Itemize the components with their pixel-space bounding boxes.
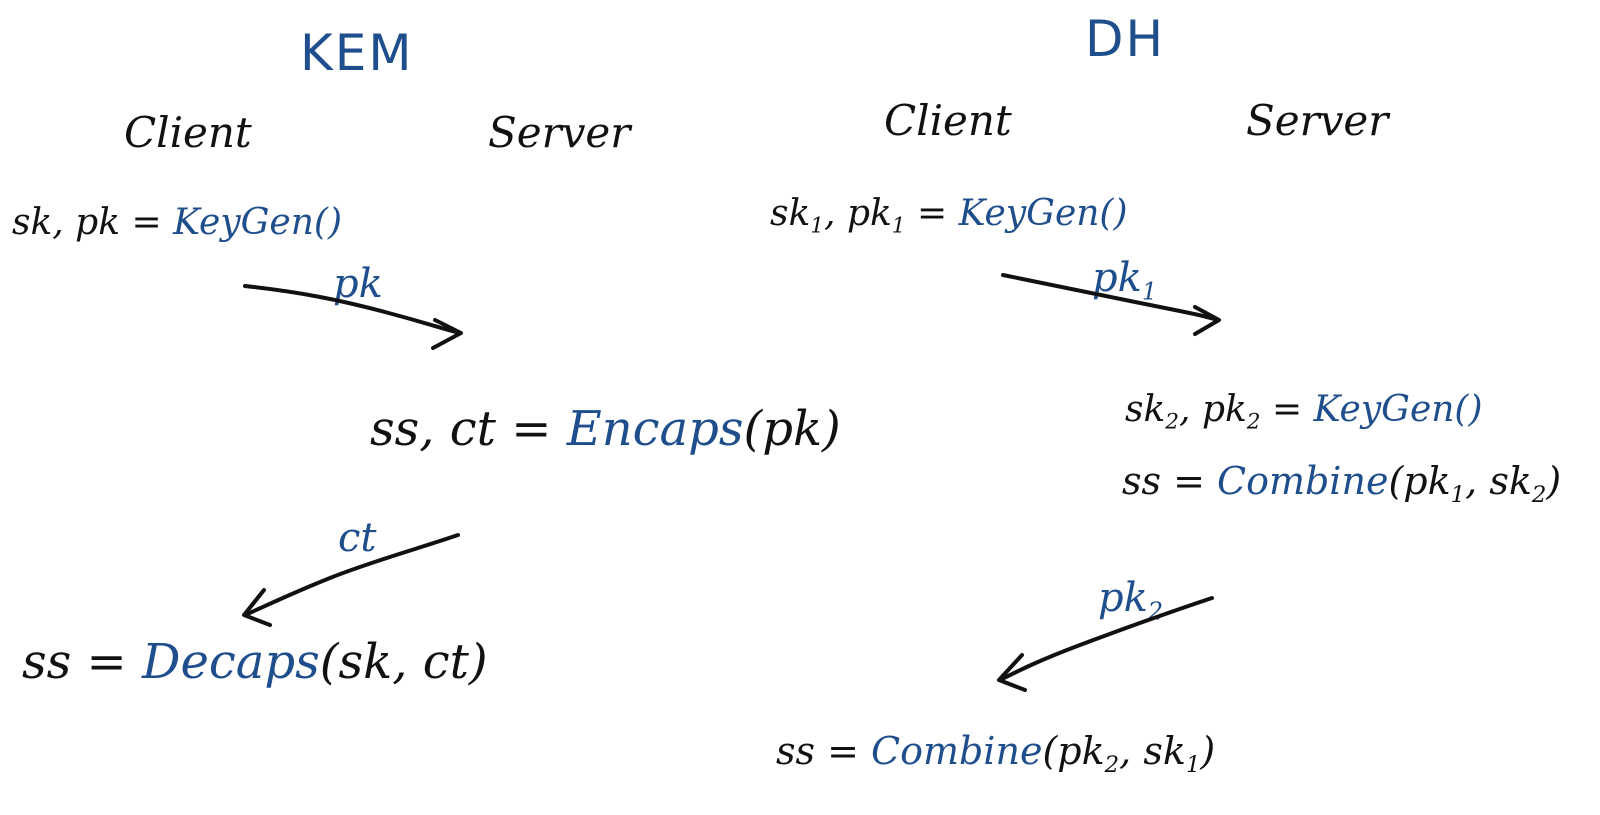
dh-client-label: Client — [884, 96, 1012, 145]
dh-server-combine-a-sub: 1 — [1450, 481, 1466, 508]
kem-arrowhead-server-to-client — [242, 588, 272, 627]
dh-server-combine-b-sub: 2 — [1531, 481, 1547, 508]
dh-arrow-server-to-client — [998, 596, 1214, 682]
dh-server-combine-fn: Combine — [1217, 459, 1389, 503]
dh-arrow-client-to-server — [1001, 273, 1220, 322]
dh-server-keygen-eq: = — [1260, 389, 1314, 430]
kem-encaps-statement: ss, ct = Encaps(pk) — [370, 405, 841, 453]
dh-client-sk-sub: 1 — [810, 213, 825, 239]
dh-server-combine-lhs: ss = — [1122, 459, 1217, 503]
dh-arrowhead-client-to-server — [1193, 305, 1221, 336]
dh-msg1-sub: 1 — [1141, 277, 1158, 306]
dh-server-combine-a: pk — [1403, 459, 1451, 503]
dh-server-combine-close: ) — [1546, 459, 1562, 503]
dh-client-combine-a-sub: 2 — [1104, 751, 1120, 778]
kem-msg2-label: ct — [338, 515, 377, 561]
dh-client-sk: sk — [770, 193, 811, 234]
kem-encaps-fn: Encaps — [566, 401, 744, 457]
kem-msg1-label: pk — [333, 261, 383, 307]
kem-keygen-lhs: sk, pk = — [12, 202, 174, 243]
kem-decaps-fn: Decaps — [142, 634, 320, 690]
dh-client-pk-sub: 1 — [891, 213, 906, 239]
dh-server-combine-b: sk — [1489, 459, 1532, 503]
dh-server-keygen-statement: sk2, pk2 = KeyGen() — [1125, 392, 1483, 433]
kem-arrow-client-to-server — [243, 284, 462, 335]
dh-server-combine-open: ( — [1388, 459, 1404, 503]
kem-keygen-statement: sk, pk = KeyGen() — [12, 205, 342, 241]
dh-server-sk-sub: 2 — [1165, 409, 1180, 435]
dh-server-combine-statement: ss = Combine(pk1, sk2) — [1122, 462, 1561, 507]
dh-arrowhead-server-to-client — [997, 653, 1027, 692]
dh-client-combine-b: sk — [1143, 729, 1186, 773]
kem-title: KEM — [300, 24, 414, 82]
dh-server-keygen-fn: KeyGen() — [1313, 389, 1483, 430]
kem-decaps-args: (sk, ct) — [319, 634, 488, 690]
kem-decaps-lhs: ss = — [22, 634, 142, 690]
dh-client-keygen-statement: sk1, pk1 = KeyGen() — [770, 196, 1128, 237]
kem-server-label: Server — [488, 108, 631, 157]
dh-server-keygen-sep: , — [1179, 389, 1202, 430]
dh-client-combine-fn: Combine — [871, 729, 1043, 773]
dh-server-pk-sub: 2 — [1246, 409, 1261, 435]
kem-arrowhead-client-to-server — [431, 318, 463, 350]
dh-msg2-base: pk — [1098, 575, 1148, 621]
dh-client-keygen-eq: = — [905, 193, 959, 234]
dh-client-keygen-sep: , — [824, 193, 847, 234]
dh-client-combine-close: ) — [1200, 729, 1216, 773]
dh-client-pk: pk — [846, 193, 892, 234]
dh-client-combine-a: pk — [1057, 729, 1105, 773]
dh-client-combine-statement: ss = Combine(pk2, sk1) — [776, 732, 1215, 777]
kem-client-label: Client — [124, 108, 252, 157]
kem-decaps-statement: ss = Decaps(sk, ct) — [22, 638, 488, 686]
dh-client-combine-open: ( — [1042, 729, 1058, 773]
dh-server-pk: pk — [1201, 389, 1247, 430]
dh-server-sk: sk — [1125, 389, 1166, 430]
dh-server-label: Server — [1246, 96, 1389, 145]
dh-server-combine-sep: , — [1465, 459, 1490, 503]
kem-encaps-args: (pk) — [743, 401, 841, 457]
dh-client-keygen-fn: KeyGen() — [958, 193, 1128, 234]
dh-title: DH — [1085, 10, 1166, 68]
dh-msg1-base: pk — [1092, 255, 1142, 301]
dh-msg1-label: pk1 — [1092, 258, 1157, 303]
dh-client-combine-sep: , — [1119, 729, 1144, 773]
kem-keygen-fn: KeyGen() — [173, 202, 343, 243]
dh-client-combine-b-sub: 1 — [1185, 751, 1201, 778]
kem-encaps-lhs: ss, ct = — [370, 401, 567, 457]
dh-client-combine-lhs: ss = — [776, 729, 871, 773]
kem-arrow-server-to-client — [243, 533, 460, 617]
